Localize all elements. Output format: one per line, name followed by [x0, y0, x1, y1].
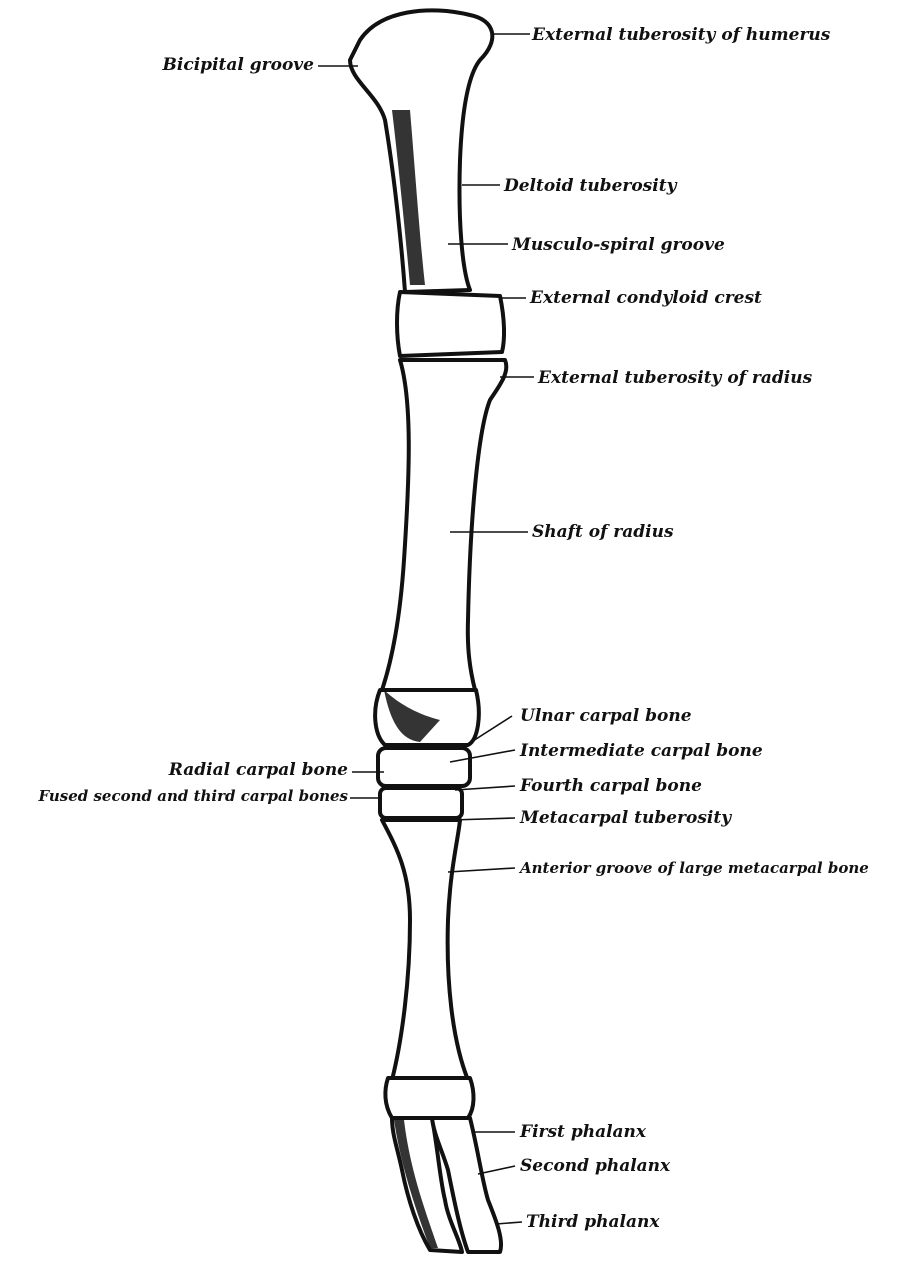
- carpal-row-distal: [380, 788, 462, 818]
- label-external-tuberosity-humerus: External tuberosity of humerus: [532, 25, 830, 45]
- label-external-tuberosity-radius: External tuberosity of radius: [538, 368, 812, 388]
- label-ulnar-carpal-bone: Ulnar carpal bone: [520, 706, 692, 726]
- carpal-row-proximal: [378, 748, 470, 786]
- leader-third-phalanx: [496, 1222, 522, 1224]
- fetlock: [385, 1078, 473, 1118]
- label-bicipital-groove: Bicipital groove: [140, 55, 314, 75]
- leader-anterior-groove: [448, 868, 515, 872]
- large-metacarpal: [382, 820, 468, 1080]
- label-third-phalanx: Third phalanx: [526, 1212, 659, 1232]
- radius: [382, 360, 506, 690]
- label-fused-carpal-bones: Fused second and third carpal bones: [0, 786, 348, 806]
- label-anterior-groove-metacarpal: Anterior groove of large metacarpal bone: [520, 858, 869, 878]
- label-shaft-of-radius: Shaft of radius: [532, 522, 674, 542]
- label-first-phalanx: First phalanx: [520, 1122, 646, 1142]
- label-deltoid-tuberosity: Deltoid tuberosity: [504, 176, 676, 196]
- label-metacarpal-tuberosity: Metacarpal tuberosity: [520, 808, 731, 828]
- label-fourth-carpal-bone: Fourth carpal bone: [520, 776, 702, 796]
- label-second-phalanx: Second phalanx: [520, 1156, 670, 1176]
- elbow-joint: [397, 292, 504, 356]
- leader-metacarpal-tuberosity: [452, 818, 515, 820]
- label-intermediate-carpal-bone: Intermediate carpal bone: [520, 741, 763, 761]
- label-musculo-spiral-groove: Musculo-spiral groove: [512, 235, 725, 255]
- label-radial-carpal-bone: Radial carpal bone: [120, 760, 348, 780]
- leader-second-phalanx: [478, 1166, 515, 1174]
- label-external-condyloid-crest: External condyloid crest: [530, 288, 762, 308]
